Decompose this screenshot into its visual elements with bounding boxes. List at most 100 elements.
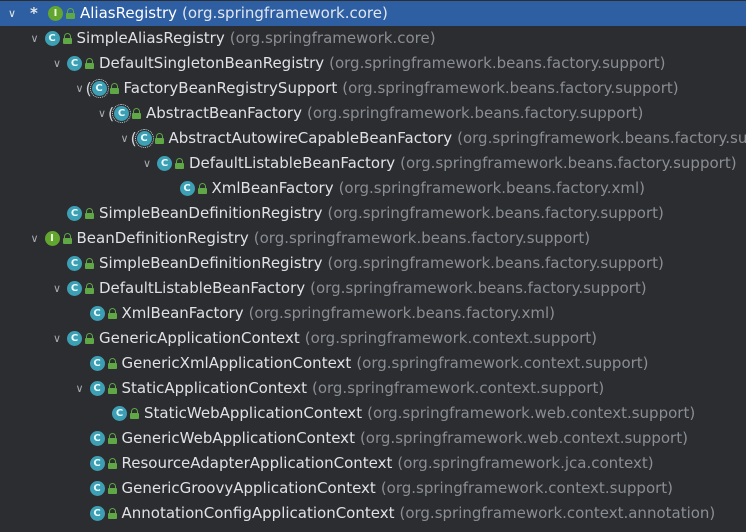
- class-name-label: GenericXmlApplicationContext(org.springf…: [122, 351, 649, 376]
- package-name: (org.springframework.beans.factory.suppo…: [342, 79, 679, 97]
- package-name: (org.springframework.core): [229, 29, 436, 47]
- class-name-label: ResourceAdapterApplicationContext(org.sp…: [122, 451, 654, 476]
- tree-row[interactable]: C SimpleBeanDefinitionRegistry(org.spring…: [0, 251, 746, 276]
- type-name: SimpleBeanDefinitionRegistry: [99, 204, 323, 222]
- package-name: (org.springframework.beans.factory.suppo…: [400, 154, 737, 172]
- abstract-class-icon: C: [134, 129, 154, 148]
- abstract-marker-icon: (: [130, 129, 137, 148]
- chevron-down-icon[interactable]: ∨: [52, 282, 62, 295]
- class-name-label: GenericWebApplicationContext(org.springf…: [122, 426, 688, 451]
- tree-row[interactable]: C StaticWebApplicationContext(org.springf…: [0, 401, 746, 426]
- lock-icon: [66, 8, 75, 19]
- type-name: ResourceAdapterApplicationContext: [121, 454, 393, 472]
- type-name: FactoryBeanRegistrySupport: [123, 79, 338, 97]
- class-name-label: DefaultListableBeanFactory(org.springfra…: [189, 151, 737, 176]
- package-name: (org.springframework.context.support): [311, 379, 605, 397]
- class-icon: C: [89, 356, 105, 371]
- lock-icon: [85, 283, 94, 294]
- package-name: (org.springframework.context.support): [304, 329, 597, 347]
- class-icon: C: [89, 506, 105, 521]
- type-name: SimpleAliasRegistry: [76, 29, 225, 47]
- type-name: SimpleBeanDefinitionRegistry: [99, 254, 323, 272]
- type-name: DefaultListableBeanFactory: [189, 154, 396, 172]
- type-name: GenericApplicationContext: [99, 329, 300, 347]
- type-name: AnnotationConfigApplicationContext: [121, 504, 395, 522]
- type-name: BeanDefinitionRegistry: [76, 229, 249, 247]
- lock-icon: [85, 333, 94, 344]
- tree-row[interactable]: ∨ C GenericApplicationContext(org.springfr…: [0, 326, 746, 351]
- tree-row[interactable]: ∨ C DefaultListableBeanFactory(org.springf…: [0, 276, 746, 301]
- type-name: DefaultSingletonBeanRegistry: [99, 54, 325, 72]
- chevron-down-icon[interactable]: ∨: [97, 107, 107, 120]
- chevron-down-icon[interactable]: ∨: [120, 132, 129, 145]
- tree-row[interactable]: C AnnotationConfigApplicationContext(org.…: [0, 501, 746, 526]
- class-icon: C: [67, 56, 82, 71]
- class-icon: C: [179, 181, 195, 196]
- package-name: (org.springframework.jca.context): [397, 454, 654, 472]
- class-icon: C: [67, 256, 82, 271]
- tree-row[interactable]: C ResourceAdapterApplicationContext(org.s…: [0, 451, 746, 476]
- abstract-class-icon: C: [112, 104, 131, 123]
- type-name: StaticApplicationContext: [121, 379, 307, 397]
- chevron-down-icon[interactable]: ∨: [52, 57, 62, 70]
- class-name-label: GenericGroovyApplicationContext(org.spri…: [122, 476, 674, 501]
- class-name-label: DefaultListableBeanFactory(org.springfra…: [99, 276, 647, 301]
- chevron-down-icon[interactable]: ∨: [75, 382, 84, 395]
- class-name-label: DefaultSingletonBeanRegistry(org.springf…: [99, 51, 666, 76]
- chevron-down-icon[interactable]: ∨: [75, 82, 84, 95]
- tree-row[interactable]: C XmlBeanFactory(org.springframework.bean…: [0, 176, 746, 201]
- chevron-down-icon[interactable]: ∨: [30, 232, 39, 245]
- package-name: (org.springframework.beans.factory.suppo…: [310, 279, 647, 297]
- lock-icon: [107, 358, 117, 369]
- class-icon: C: [67, 331, 82, 346]
- package-name: (org.springframework.beans.factory.xml): [248, 304, 556, 322]
- class-icon: C: [67, 206, 82, 221]
- type-name: GenericGroovyApplicationContext: [121, 479, 376, 497]
- type-name: DefaultListableBeanFactory: [99, 279, 306, 297]
- package-name: (org.springframework.web.context.support…: [359, 429, 688, 447]
- package-name: (org.springframework.beans.factory.suppo…: [306, 104, 644, 122]
- class-name-label: FactoryBeanRegistrySupport(org.springfra…: [124, 76, 679, 101]
- tree-row[interactable]: C GenericXmlApplicationContext(org.spring…: [0, 351, 746, 376]
- lock-icon: [107, 433, 117, 444]
- lock-icon: [130, 408, 139, 419]
- interface-icon: I: [48, 6, 63, 21]
- chevron-down-icon[interactable]: ∨: [7, 7, 17, 20]
- lock-icon: [107, 483, 117, 494]
- class-icon: C: [89, 381, 105, 396]
- tree-row[interactable]: ∨ C StaticApplicationContext(org.springfra…: [0, 376, 746, 401]
- class-icon: C: [89, 456, 105, 471]
- class-name-label: AbstractBeanFactory(org.springframework.…: [146, 101, 643, 126]
- lock-icon: [85, 258, 94, 269]
- class-icon: C: [89, 306, 105, 321]
- tree-row[interactable]: ∨ C DefaultSingletonBeanRegistry(org.sprin…: [0, 51, 746, 76]
- class-icon: C: [112, 406, 127, 421]
- abstract-marker-icon: (: [85, 79, 92, 98]
- class-icon: C: [67, 281, 82, 296]
- package-name: (org.springframework.context.annotation): [399, 504, 716, 522]
- chevron-down-icon[interactable]: ∨: [142, 157, 152, 170]
- lock-icon: [85, 58, 94, 69]
- type-name: AliasRegistry: [80, 4, 178, 22]
- class-name-label: StaticApplicationContext(org.springframe…: [122, 376, 605, 401]
- class-name-label: SimpleBeanDefinitionRegistry(org.springf…: [99, 251, 664, 276]
- chevron-down-icon[interactable]: ∨: [52, 332, 62, 345]
- lock-icon: [107, 458, 117, 469]
- class-name-label: GenericApplicationContext(org.springfram…: [99, 326, 597, 351]
- lock-icon: [175, 158, 184, 169]
- class-name-label: StaticWebApplicationContext(org.springfr…: [144, 401, 695, 426]
- class-name-label: XmlBeanFactory(org.springframework.beans…: [212, 176, 646, 201]
- chevron-down-icon[interactable]: ∨: [30, 32, 39, 45]
